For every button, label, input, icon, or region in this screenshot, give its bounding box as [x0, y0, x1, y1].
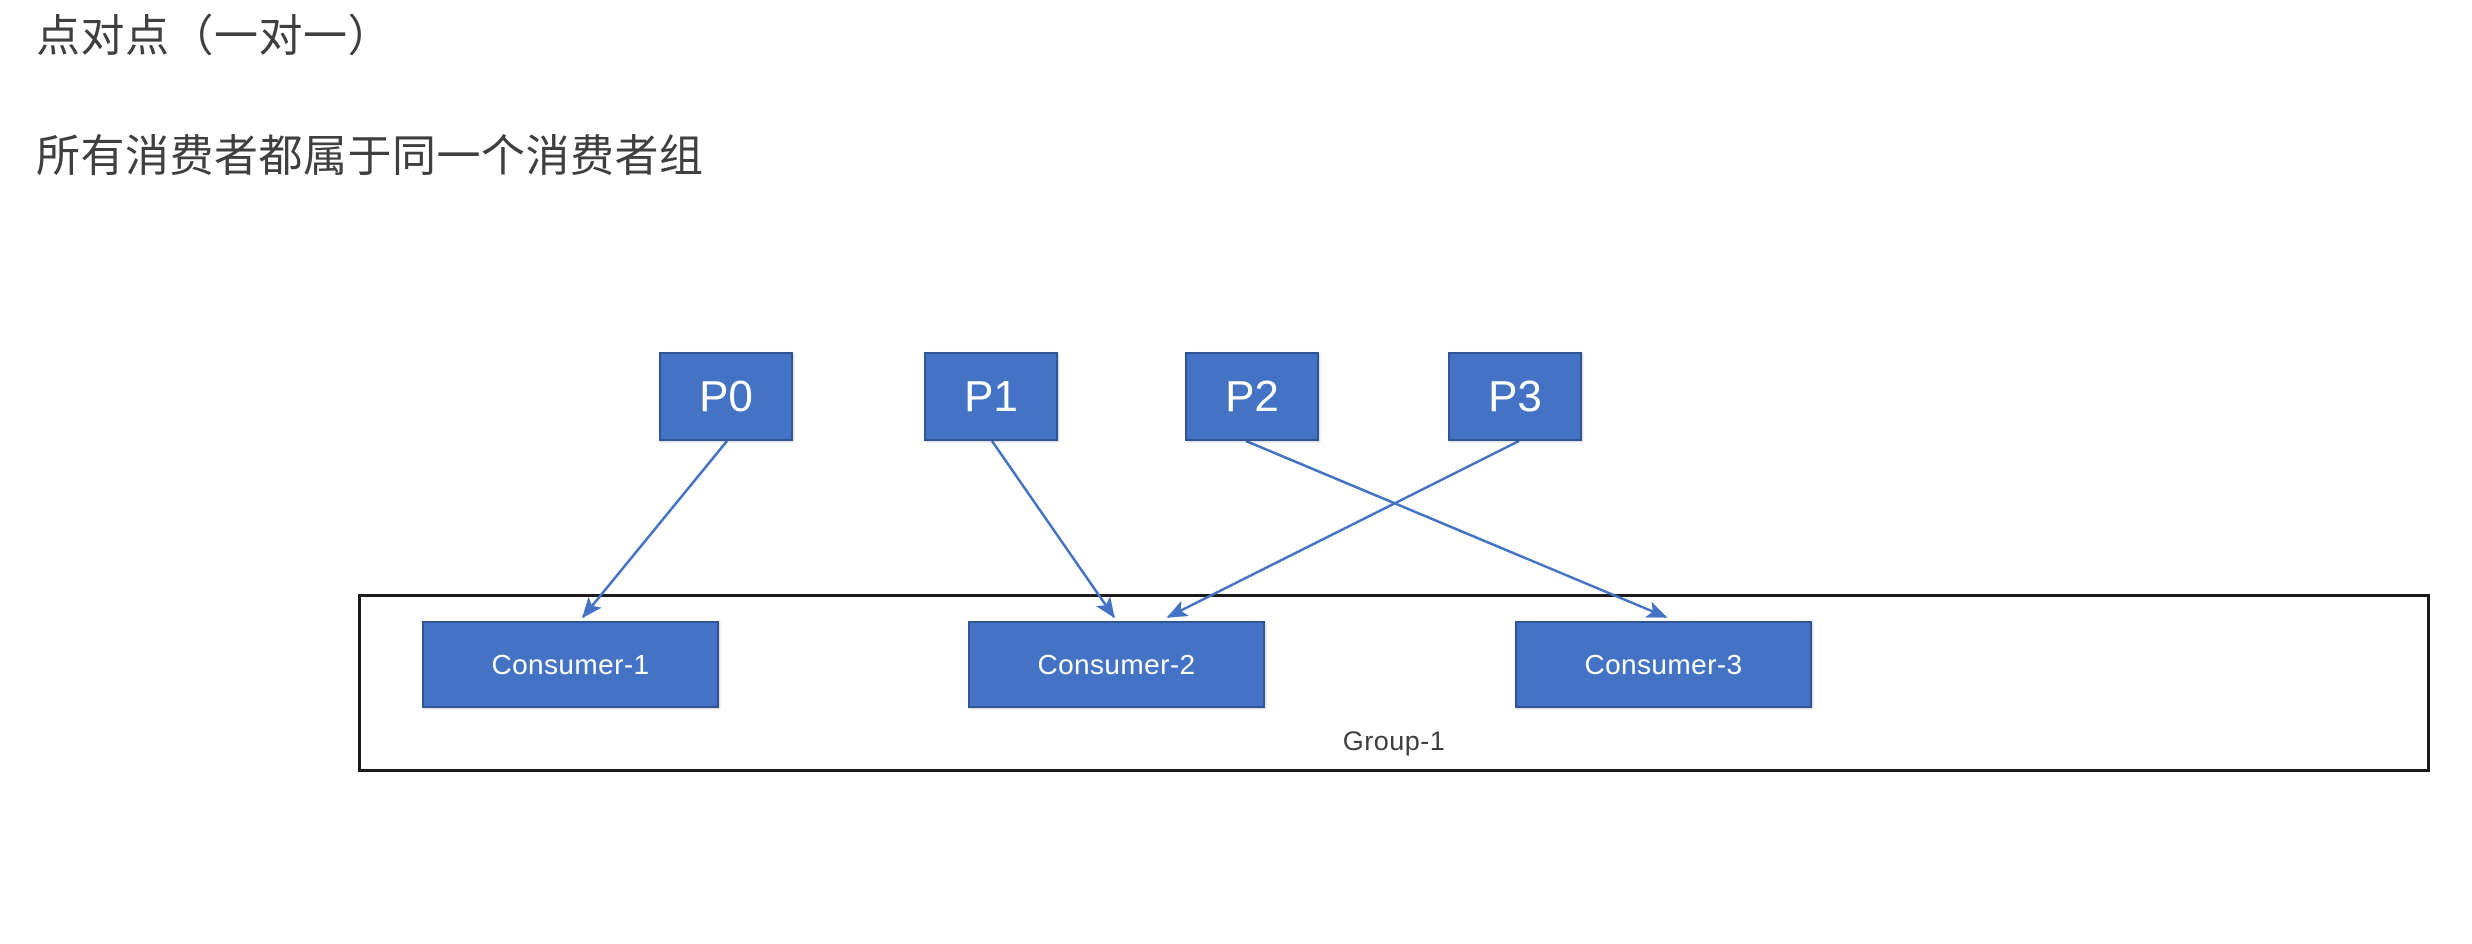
- consumer-node-1[interactable]: Consumer-1: [422, 621, 719, 708]
- consumer-node-2[interactable]: Consumer-2: [968, 621, 1265, 708]
- page-title-point-to-point: 点对点（一对一）: [36, 12, 392, 61]
- connector-p3-consumer2: [1166, 439, 1520, 619]
- partition-node-p2[interactable]: P2: [1185, 352, 1319, 441]
- connector-p0-consumer1: [581, 440, 729, 619]
- connector-p2-consumer3: [1245, 439, 1668, 619]
- consumer-node-3[interactable]: Consumer-3: [1515, 621, 1812, 708]
- consumer-group-label: Group-1: [1342, 726, 1446, 756]
- connector-p1-consumer2: [990, 440, 1116, 619]
- partition-node-p3[interactable]: P3: [1448, 352, 1582, 441]
- partition-node-p0[interactable]: P0: [659, 352, 793, 441]
- partition-node-p1[interactable]: P1: [924, 352, 1058, 441]
- page-subtitle-same-consumer-group: 所有消费者都属于同一个消费者组: [36, 132, 704, 181]
